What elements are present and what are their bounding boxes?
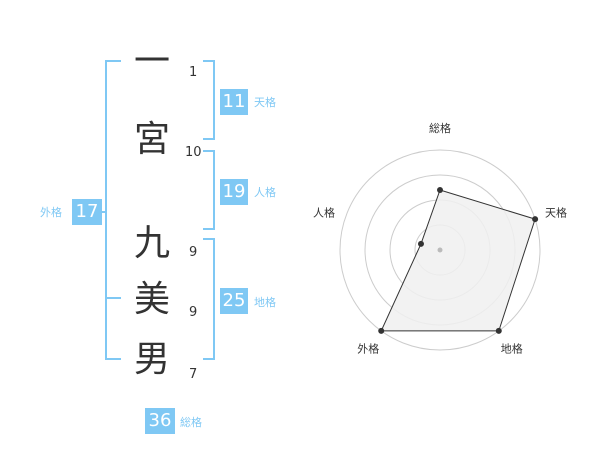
jinkaku-bracket <box>203 150 215 230</box>
radar-point-2 <box>532 216 539 223</box>
radar-axis-label-2: 天格 <box>545 205 567 219</box>
gaikaku-bracket-tick <box>105 297 121 299</box>
radar-ring-4 <box>339 149 541 351</box>
gaikaku-bracket <box>105 60 121 360</box>
surname-char-1: 一 <box>133 41 170 82</box>
given-char-3: 男 <box>133 339 170 380</box>
chikaku-value-badge: 25 <box>220 288 248 314</box>
radar-point-1 <box>437 187 443 193</box>
gaikaku-value-badge: 17 <box>72 199 102 225</box>
given-char-1: 九 <box>133 223 170 264</box>
radar-point-4 <box>378 327 385 334</box>
jinkaku-value-badge: 19 <box>220 179 248 205</box>
given-strokes-3: 7 <box>189 367 198 382</box>
radar-axis-label-3: 地格 <box>501 342 523 356</box>
given-char-2: 美 <box>133 279 170 320</box>
radar-area <box>380 189 536 332</box>
radar-axis-label-5: 人格 <box>313 205 335 219</box>
surname-char-2: 宮 <box>133 119 170 160</box>
surname-strokes-2: 10 <box>185 145 202 160</box>
chikaku-bracket <box>203 238 215 360</box>
surname-strokes-1: 1 <box>189 65 198 80</box>
gaikaku-connector <box>98 211 106 213</box>
radar-point-3 <box>495 327 502 334</box>
radar-axis-label-1: 総格 <box>429 121 451 135</box>
soukaku-label: 総格 <box>180 416 202 429</box>
given-strokes-2: 9 <box>189 305 198 320</box>
tenkaku-bracket <box>203 60 215 140</box>
radar-axis-label-4: 外格 <box>357 342 379 356</box>
tenkaku-label: 天格 <box>254 96 276 109</box>
gaikaku-label: 外格 <box>40 206 62 219</box>
soukaku-value-badge: 36 <box>145 408 175 434</box>
jinkaku-label: 人格 <box>254 186 276 199</box>
tenkaku-value-badge: 11 <box>220 89 248 115</box>
given-strokes-1: 9 <box>189 245 198 260</box>
radar-point-5 <box>417 240 424 247</box>
chikaku-label: 地格 <box>254 296 276 309</box>
radar-center <box>437 247 443 253</box>
